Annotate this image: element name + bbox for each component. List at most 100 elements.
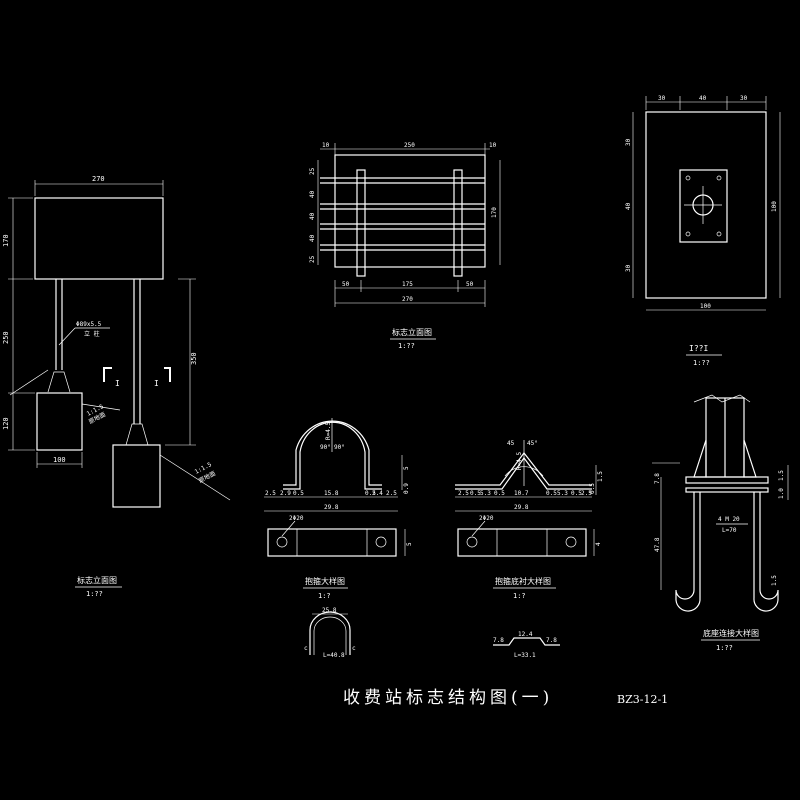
dim-5-3: 5.3: [480, 490, 491, 497]
section-mark-left: [103, 367, 112, 382]
caption-base-plan: I??I: [689, 344, 708, 353]
dim-0-5c: 0.5: [546, 490, 557, 497]
clamp-hole-label: 2Φ20: [289, 515, 304, 522]
scale-clamp: 1:?: [318, 592, 331, 600]
dim-100: 100: [53, 456, 66, 464]
dim-r100: 100: [771, 201, 778, 212]
anchor-detail-view: 7.8 47.8 1.5 1.0 1.5 4 M 20 L=70 底座连接大样图…: [652, 394, 789, 652]
anchor-base-plate: [685, 476, 769, 484]
frame-outline: [334, 154, 486, 268]
clamp-angle-1: 90°: [320, 444, 331, 451]
u-bolt-profile: [309, 611, 351, 655]
left-elevation-view: 270 170 250 120 350 100 Φ89x5.5 立 柱 I I …: [2, 175, 231, 598]
bolt-hole: [716, 231, 722, 237]
dim-25a: 25: [309, 167, 316, 175]
anchor-bolt-label: 4 M 20: [718, 516, 740, 523]
dim-h0-5: 0.5: [589, 483, 596, 494]
scale-liner: 1:?: [513, 592, 526, 600]
frame-post-left: [356, 169, 366, 277]
clamp-outer-profile: [283, 420, 382, 486]
u-bolt-c2: c: [352, 645, 356, 652]
liner-hole-label: 2Φ20: [479, 515, 494, 522]
clamp-strip-plan: [267, 528, 397, 557]
clamp-radius: R=4.5: [325, 422, 332, 440]
bolt-hole: [685, 175, 691, 181]
liner-bolt-hole-right: [565, 536, 577, 548]
dim-175: 175: [402, 281, 413, 288]
frame-post-right: [453, 169, 463, 277]
dim-2-5b: 2.5: [581, 490, 592, 497]
dim-2-5: 2.5: [458, 490, 469, 497]
clamp-inner-profile: [283, 421, 382, 490]
dim-29-8: 29.8: [514, 504, 529, 511]
clamp-angle-2: 90°: [334, 444, 345, 451]
anchor-break-line: [693, 394, 751, 403]
dim-250: 250: [404, 142, 415, 149]
clamp-detail-view: 90° 90° R=4.5 2.5 2.9 0.5 15.8 0.5 2.4 2…: [264, 418, 413, 659]
dim-350: 350: [190, 352, 198, 365]
dim-l30b: 30: [625, 264, 632, 272]
liner-flat-length: L=33.1: [514, 652, 536, 659]
dim-l40: 40: [625, 202, 632, 210]
base-plate-outline: [645, 111, 767, 299]
scale-base-plan: 1:??: [693, 359, 710, 367]
liner-flat-1: 7.8: [493, 637, 504, 644]
anchor-gusset-right: [743, 439, 757, 478]
bolt-hole: [716, 175, 722, 181]
top-elevation-view: 10 250 10 25 40 40 40 25 170 50 175 50 2…: [309, 142, 501, 350]
anchor-plate-lower: [685, 487, 769, 493]
ground-line-right: [159, 454, 231, 501]
u-bolt-inner: [313, 616, 347, 655]
post-base-left: [47, 371, 71, 393]
dim-100: 100: [700, 303, 711, 310]
drawing-code: BZ3-12-1: [617, 693, 668, 706]
scale-top-elevation: 1:??: [398, 342, 415, 350]
anchor-plate: [679, 169, 728, 243]
liner-radius: R=4.5: [516, 452, 523, 470]
sign-panel: [34, 197, 164, 280]
caption-left-elevation: 标志立面图: [77, 575, 117, 585]
liner-flat-profile: [493, 637, 560, 646]
dim-40b: 40: [309, 212, 316, 220]
dim-15-8: 15.8: [324, 490, 339, 497]
dim-l30a: 30: [625, 138, 632, 146]
dim-0-5: 0.5: [293, 490, 304, 497]
caption-top-elevation: 标志立面图: [392, 327, 432, 337]
dim-2-5b: 2.5: [386, 490, 397, 497]
anchor-hook-left: [675, 589, 701, 612]
dim-10a: 10: [322, 142, 330, 149]
liner-strip-plan: [457, 528, 587, 557]
base-plan-view: 30 40 30 30 40 30 100 100 I??I 1:??: [625, 95, 781, 367]
dim-50a: 50: [342, 281, 350, 288]
dim-29-8: 29.8: [324, 504, 339, 511]
dim-25b: 25: [309, 255, 316, 263]
dim-10-7: 10.7: [514, 490, 529, 497]
caption-anchor: 底座连接大样图: [703, 628, 759, 638]
dim-10b: 10: [489, 142, 497, 149]
dim-270: 270: [402, 296, 413, 303]
u-bolt-width: 25.8: [322, 607, 337, 614]
dim-40c: 40: [309, 234, 316, 242]
bolt-hole: [685, 231, 691, 237]
section-letter-right: I: [154, 379, 159, 388]
anchor-gusset-left: [693, 439, 707, 478]
clamp-bolt-hole-right: [375, 536, 387, 548]
liner-detail-view: 45 45° R=4.5 2.5 0.5 5.3 0.5 10.7 0.5 5.…: [455, 440, 604, 659]
dim-50b: 50: [466, 281, 474, 288]
liner-bolt-hole-left: [466, 536, 478, 548]
post-label-2: 立 柱: [84, 330, 100, 338]
caption-clamp: 抱箍大样图: [305, 576, 345, 586]
dim-7-8: 7.8: [654, 473, 661, 484]
liner-inner-profile: [455, 456, 592, 490]
dim-1-0: 1.0: [778, 488, 785, 499]
dim-0-5b: 0.5: [365, 490, 376, 497]
liner-angle-2: 45°: [527, 440, 538, 447]
dim-w5: 5: [406, 542, 413, 546]
section-mark-right: [164, 367, 171, 382]
dim-47-8: 47.8: [654, 537, 661, 552]
liner-flat-2: 7.8: [546, 637, 557, 644]
dim-2-4: 2.4: [372, 490, 383, 497]
ground-line-mid: [81, 403, 121, 411]
